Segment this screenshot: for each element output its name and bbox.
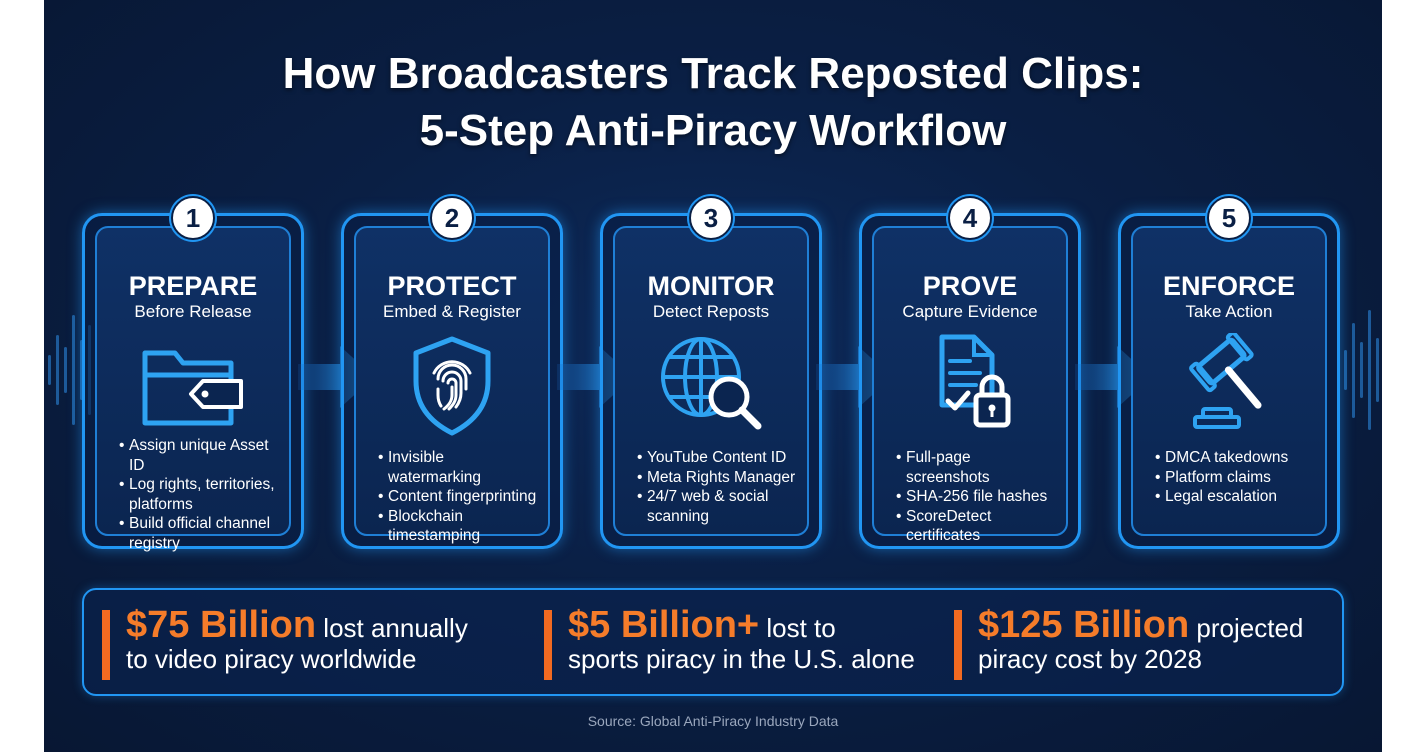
folder-tag-icon bbox=[142, 350, 243, 426]
step-card-prove: PROVE Capture Evidence Full-page screens… bbox=[859, 196, 1081, 549]
step-card-inner: PROVE Capture Evidence Full-page screens… bbox=[872, 226, 1068, 544]
step-number-badge: 1 bbox=[171, 196, 215, 240]
stat-video-piracy: $75 Billion lost annually to video pirac… bbox=[102, 606, 526, 680]
step-bullets: Full-page screenshots SHA-256 file hashe… bbox=[896, 448, 1056, 546]
stat-value: $125 Billion bbox=[978, 604, 1190, 646]
step-title: PROTECT bbox=[387, 271, 517, 301]
step-bullets: Assign unique Asset ID Log rights, terri… bbox=[119, 436, 279, 553]
stat-text: lost annually bbox=[316, 613, 468, 643]
gavel-icon bbox=[1189, 333, 1262, 429]
step-subtitle: Detect Reposts bbox=[652, 302, 770, 321]
shield-fingerprint-icon bbox=[413, 336, 491, 436]
bullet-item: Assign unique Asset ID bbox=[119, 436, 279, 475]
bullet-item: SHA-256 file hashes bbox=[896, 487, 1056, 507]
step-number-badge: 5 bbox=[1207, 196, 1251, 240]
step-bullets: Invisible watermarking Content fingerpri… bbox=[378, 448, 538, 546]
bullet-item: Platform claims bbox=[1155, 468, 1315, 488]
step-title: ENFORCE bbox=[1162, 271, 1295, 301]
bullet-item: 24/7 web & social scanning bbox=[637, 487, 797, 526]
bullet-item: Log rights, territories, platforms bbox=[119, 475, 279, 514]
step-subtitle: Capture Evidence bbox=[902, 302, 1038, 321]
step-card-inner: PROTECT Embed & Register Invisible water… bbox=[354, 226, 550, 544]
step-number-badge: 4 bbox=[948, 196, 992, 240]
step-number-badge: 3 bbox=[689, 196, 733, 240]
step-subtitle: Embed & Register bbox=[383, 302, 521, 321]
step-bullets: YouTube Content ID Meta Rights Manager 2… bbox=[637, 448, 797, 526]
step-number-badge: 2 bbox=[430, 196, 474, 240]
bullet-item: Content fingerprinting bbox=[378, 487, 538, 507]
step-card-enforce: ENFORCE Take Action DMCA takedowns Platf… bbox=[1118, 196, 1340, 549]
step-card-inner: MONITOR Detect Reposts YouTube Content I… bbox=[613, 226, 809, 536]
step-bullets: DMCA takedowns Platform claims Legal esc… bbox=[1155, 448, 1315, 507]
bullet-item: Meta Rights Manager bbox=[637, 468, 797, 488]
bullet-item: Legal escalation bbox=[1155, 487, 1315, 507]
title-line-1: How Broadcasters Track Reposted Clips: bbox=[282, 49, 1144, 98]
bullet-item: Blockchain timestamping bbox=[378, 507, 538, 546]
stat-value: $5 Billion+ bbox=[568, 604, 760, 646]
title-line-2: 5-Step Anti-Piracy Workflow bbox=[419, 106, 1007, 155]
step-card-prepare: PREPARE Before Release Assign unique Ass… bbox=[82, 196, 304, 552]
bullet-item: Build official channel registry bbox=[119, 514, 279, 553]
stat-projected-cost: $125 Billion projected piracy cost by 20… bbox=[954, 606, 1338, 680]
document-lock-icon bbox=[939, 334, 1011, 428]
step-title: PREPARE bbox=[128, 271, 258, 301]
step-card-inner: PREPARE Before Release Assign unique Ass… bbox=[95, 226, 291, 552]
step-subtitle: Take Action bbox=[1185, 302, 1273, 321]
stat-sports-piracy: $5 Billion+ lost to sports piracy in the… bbox=[544, 606, 958, 680]
step-card-inner: ENFORCE Take Action DMCA takedowns Platf… bbox=[1131, 226, 1327, 536]
stat-text: to video piracy worldwide bbox=[126, 644, 417, 674]
source-caption: Source: Global Anti-Piracy Industry Data bbox=[587, 713, 839, 729]
bullet-item: Invisible watermarking bbox=[378, 448, 538, 487]
step-subtitle: Before Release bbox=[134, 302, 252, 321]
stat-text: projected bbox=[1189, 613, 1304, 643]
stat-value: $75 Billion bbox=[126, 604, 317, 646]
bullet-item: YouTube Content ID bbox=[637, 448, 797, 468]
step-card-protect: PROTECT Embed & Register Invisible water… bbox=[341, 196, 563, 549]
step-title: MONITOR bbox=[647, 271, 775, 301]
infographic-canvas: How Broadcasters Track Reposted Clips: 5… bbox=[44, 0, 1382, 752]
stat-text: lost to bbox=[759, 613, 836, 643]
stat-text: piracy cost by 2028 bbox=[978, 644, 1203, 674]
step-title: PROVE bbox=[922, 271, 1018, 301]
bullet-item: DMCA takedowns bbox=[1155, 448, 1315, 468]
bullet-item: ScoreDetect certificates bbox=[896, 507, 1056, 546]
stat-text: sports piracy in the U.S. alone bbox=[568, 644, 915, 674]
globe-search-icon bbox=[661, 337, 762, 430]
right-soundwave-decoration bbox=[1344, 300, 1382, 440]
stats-panel: $75 Billion lost annually to video pirac… bbox=[82, 588, 1344, 696]
bullet-item: Full-page screenshots bbox=[896, 448, 1056, 487]
step-card-monitor: MONITOR Detect Reposts YouTube Content I… bbox=[600, 196, 822, 549]
